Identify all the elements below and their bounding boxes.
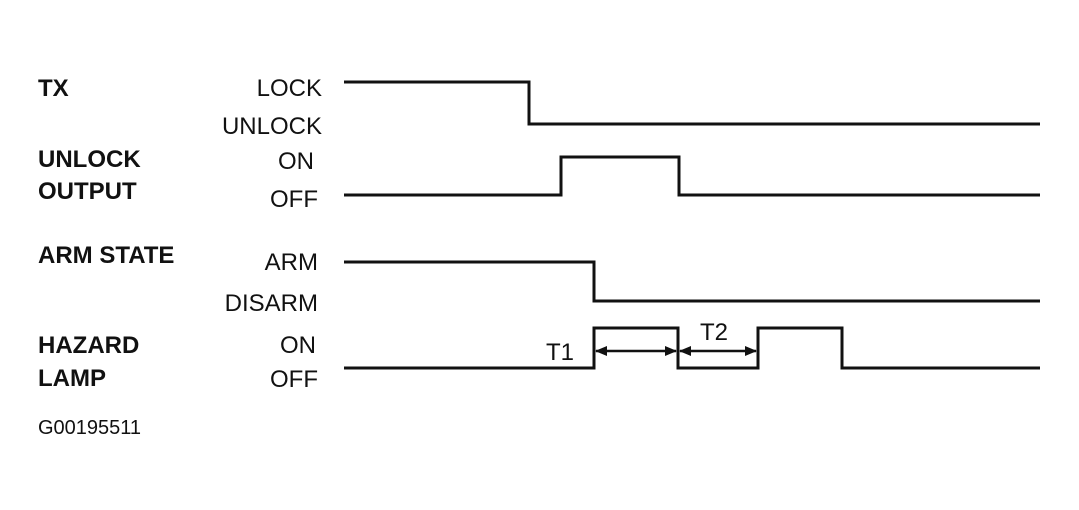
tx-high-label: LOCK	[257, 75, 322, 102]
hazard-lamp-name-line2: LAMP	[38, 365, 106, 392]
unlock-output-name-line2: OUTPUT	[38, 178, 137, 205]
unlock-output-waveform	[344, 155, 1040, 197]
tx-waveform	[344, 80, 1040, 126]
arm-state-high-label: ARM	[265, 249, 318, 276]
hazard-lamp-waveform	[344, 326, 1040, 370]
hazard-lamp-low-label: OFF	[270, 366, 318, 393]
arm-state-low-label: DISARM	[225, 290, 318, 317]
arm-state-signal-name: ARM STATE	[38, 242, 174, 269]
t1-label: T1	[546, 339, 574, 366]
tx-signal-name: TX	[38, 75, 69, 102]
arm-state-waveform	[344, 260, 1040, 303]
figure-id: G00195511	[38, 417, 141, 439]
hazard-lamp-high-label: ON	[280, 332, 316, 359]
unlock-output-high-label: ON	[278, 148, 314, 175]
tx-low-label: UNLOCK	[222, 113, 322, 140]
hazard-lamp-name-line1: HAZARD	[38, 332, 139, 359]
unlock-output-name-line1: UNLOCK	[38, 146, 141, 173]
unlock-output-low-label: OFF	[270, 186, 318, 213]
t2-label: T2	[700, 319, 728, 346]
